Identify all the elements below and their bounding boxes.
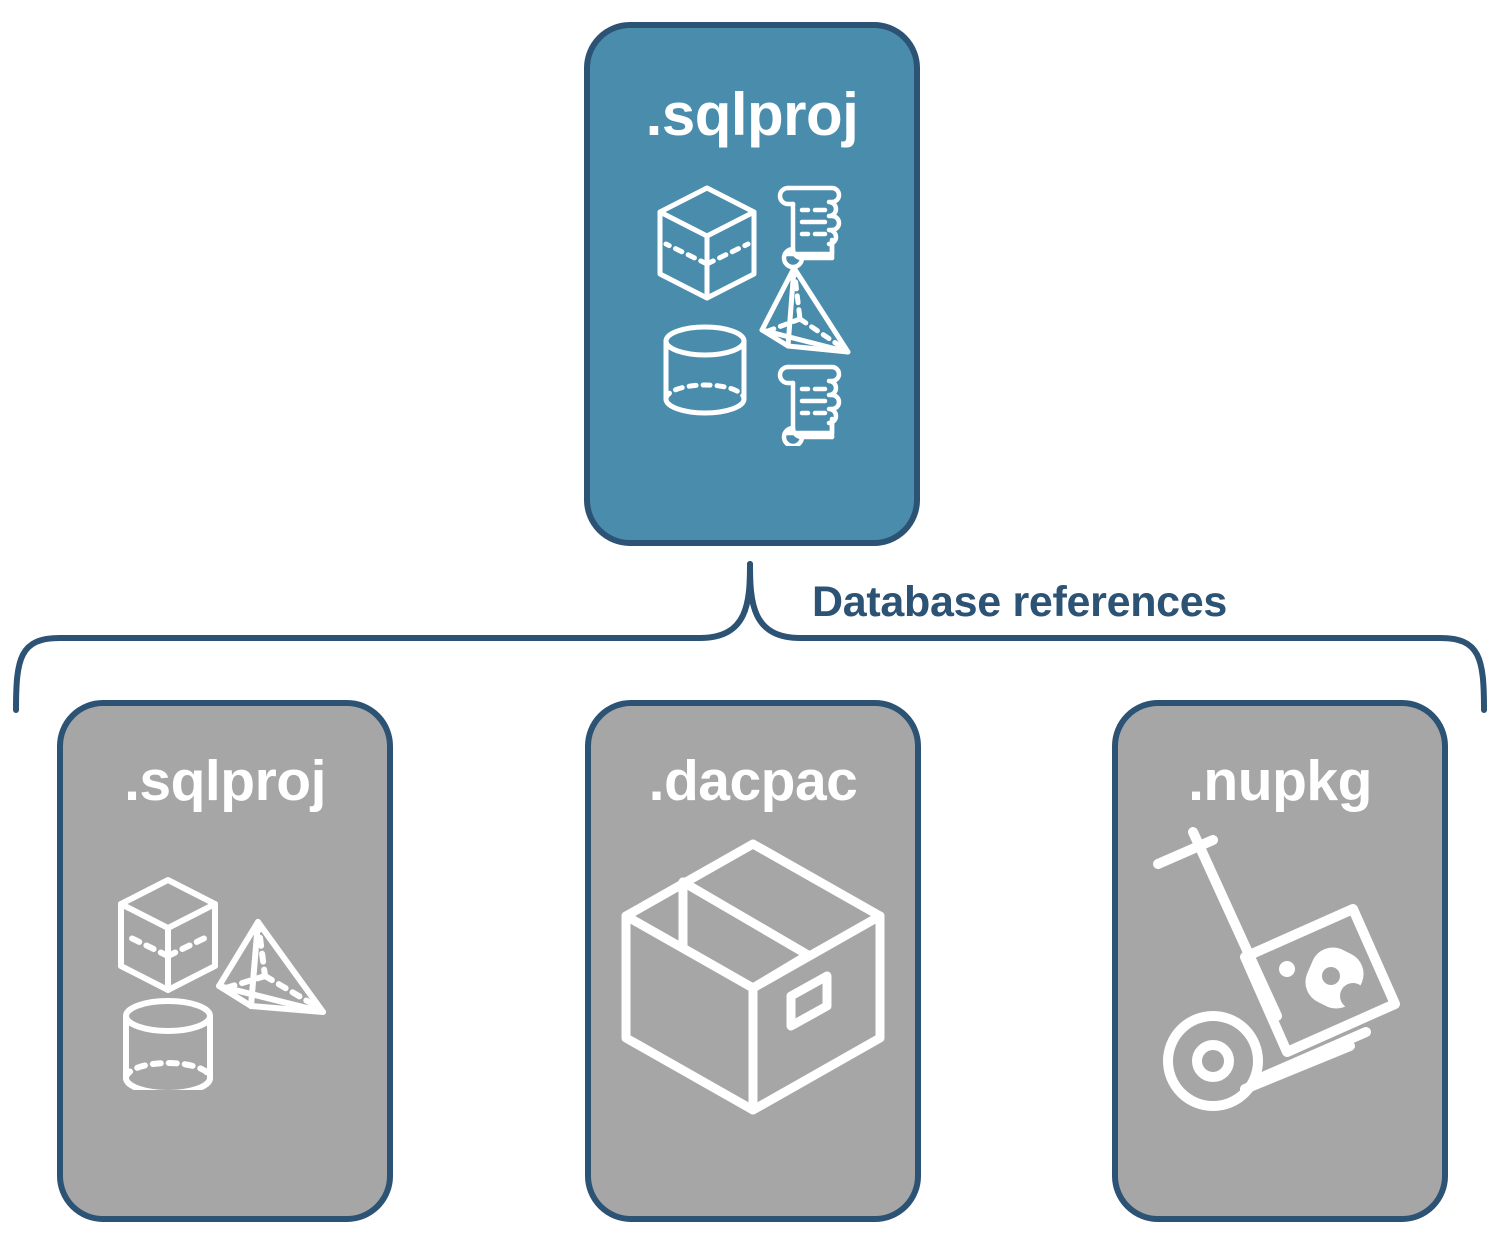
pyramid-icon bbox=[216, 919, 326, 1015]
scroll-icon bbox=[777, 185, 842, 270]
node-label-sqlproj-ref: .sqlproj bbox=[124, 749, 326, 813]
node-label-sqlproj-root: .sqlproj bbox=[645, 81, 859, 148]
database-references-brace bbox=[0, 540, 1500, 720]
node-card-sqlproj-root[interactable]: .sqlproj bbox=[584, 22, 920, 546]
cube-icon bbox=[657, 185, 757, 301]
package-box-icon bbox=[608, 826, 898, 1116]
pyramid-icon bbox=[759, 265, 851, 355]
database-objects-icon-group bbox=[652, 174, 852, 446]
node-label-nupkg: .nupkg bbox=[1188, 749, 1372, 813]
cylinder-icon bbox=[663, 324, 747, 416]
node-card-nupkg[interactable]: .nupkg bbox=[1112, 700, 1448, 1222]
database-objects-icon-group bbox=[113, 866, 337, 1090]
node-label-dacpac: .dacpac bbox=[648, 749, 858, 813]
scroll-icon bbox=[777, 364, 842, 446]
connector-label-database-references: Database references bbox=[812, 578, 1227, 626]
cylinder-icon bbox=[123, 998, 213, 1090]
hand-truck-icon bbox=[1135, 824, 1425, 1114]
cube-icon bbox=[118, 877, 218, 993]
node-card-sqlproj-ref[interactable]: .sqlproj bbox=[57, 700, 393, 1222]
node-card-dacpac[interactable]: .dacpac bbox=[585, 700, 921, 1222]
